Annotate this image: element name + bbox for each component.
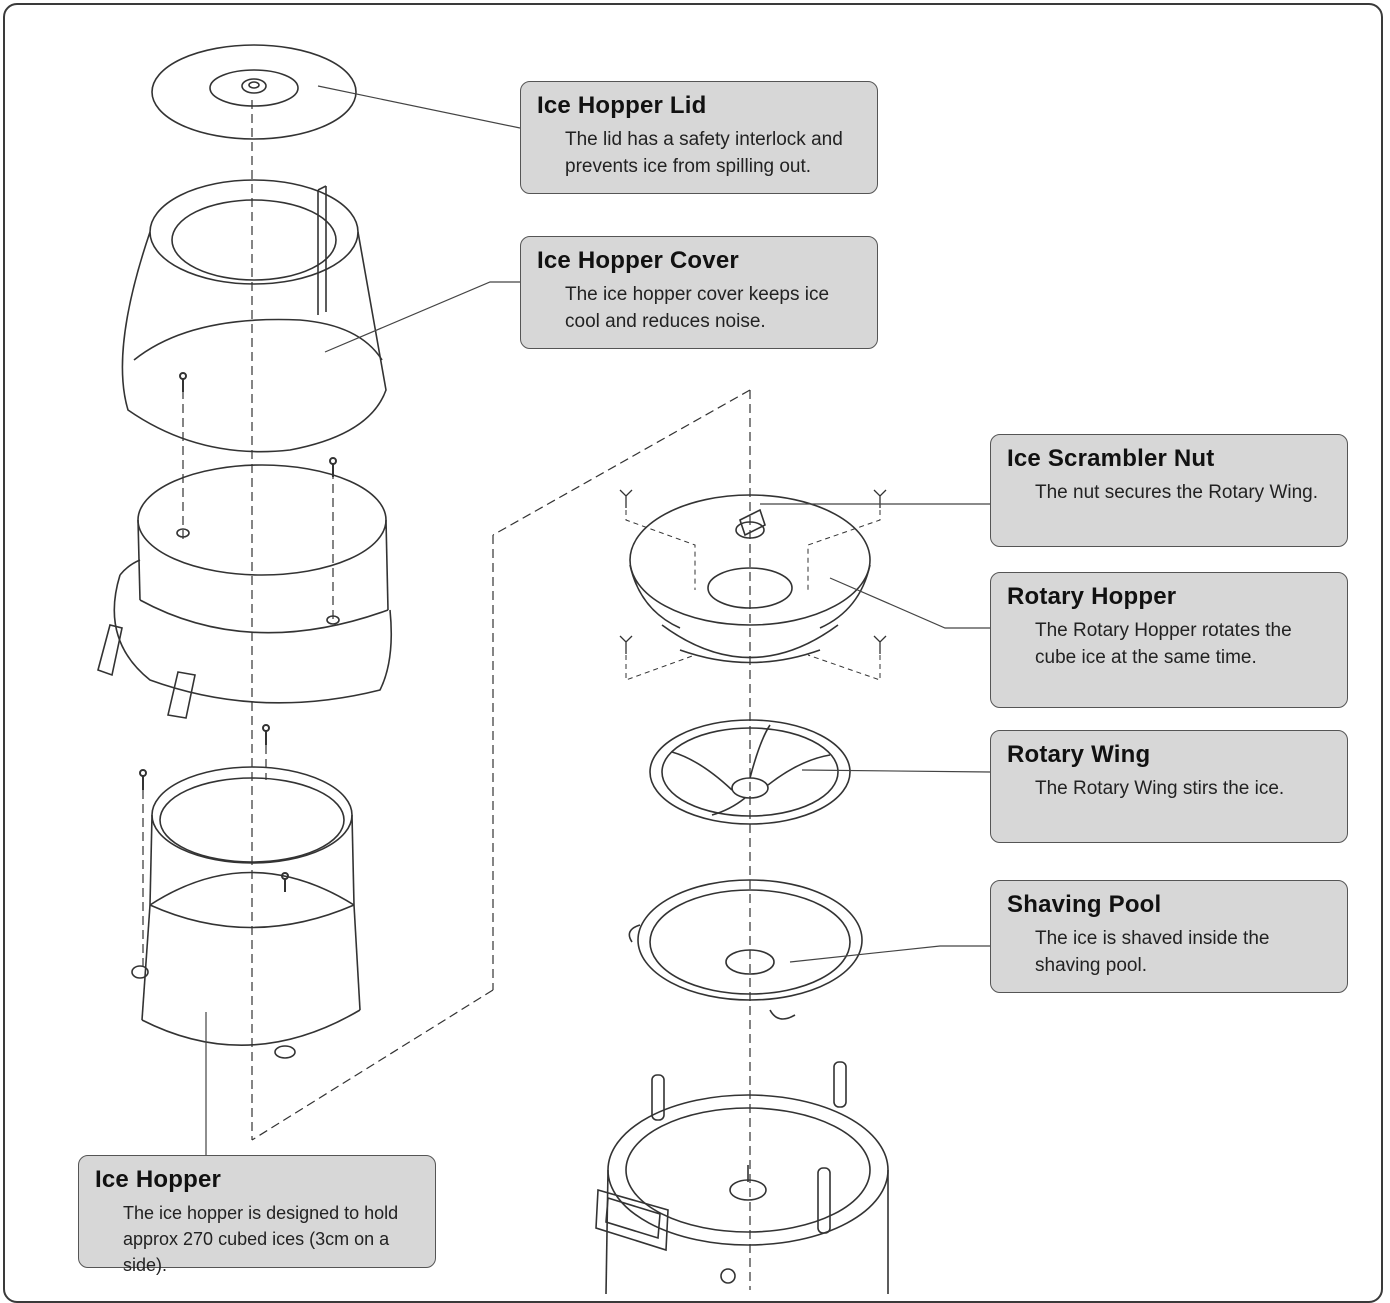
callout-title: Ice Hopper [95,1166,222,1193]
rotary-hopper-drawing [619,489,887,681]
callout-rotary-hopper: Rotary Hopper The Rotary Hopper rotates … [990,572,1348,708]
machine-base-drawing [595,1061,889,1294]
callout-ice-hopper-cover: Ice Hopper Cover The ice hopper cover ke… [520,236,878,349]
hopper-base-ring-drawing [97,464,392,719]
callout-description: The ice hopper is designed to hold appro… [123,1203,399,1275]
callout-rotary-wing: Rotary Wing The Rotary Wing stirs the ic… [990,730,1348,843]
callout-description: The lid has a safety interlock and preve… [565,129,843,177]
callout-title: Shaving Pool [1007,891,1162,918]
callout-ice-hopper: Ice Hopper The ice hopper is designed to… [78,1155,436,1275]
callout-ice-scrambler-nut: Ice Scrambler Nut The nut secures the Ro… [990,434,1348,547]
callout-title: Ice Hopper Cover [537,247,739,274]
callout-shaving-pool: Shaving Pool The ice is shaved inside th… [990,880,1348,993]
ice-hopper-lid-drawing [151,44,357,140]
rotary-wing-drawing [649,719,851,825]
shaving-pool-drawing [628,879,863,1020]
callout-description: The ice hopper cover keeps ice cool and … [565,284,830,332]
callout-description: The nut secures the Rotary Wing. [1035,482,1319,503]
callout-title: Rotary Wing [1007,741,1151,768]
callout-description: The ice is shaved inside the shaving poo… [1035,928,1270,976]
ice-hopper-drawing [131,724,361,1059]
callout-description: The Rotary Hopper rotates the cube ice a… [1035,620,1292,668]
callout-title: Ice Hopper Lid [537,92,707,119]
callout-title: Rotary Hopper [1007,583,1177,610]
callout-title: Ice Scrambler Nut [1007,445,1215,472]
callout-ice-hopper-lid: Ice Hopper Lid The lid has a safety inte… [520,81,878,194]
ice-hopper-cover-drawing [121,179,387,477]
callout-description: The Rotary Wing stirs the ice. [1035,778,1285,799]
